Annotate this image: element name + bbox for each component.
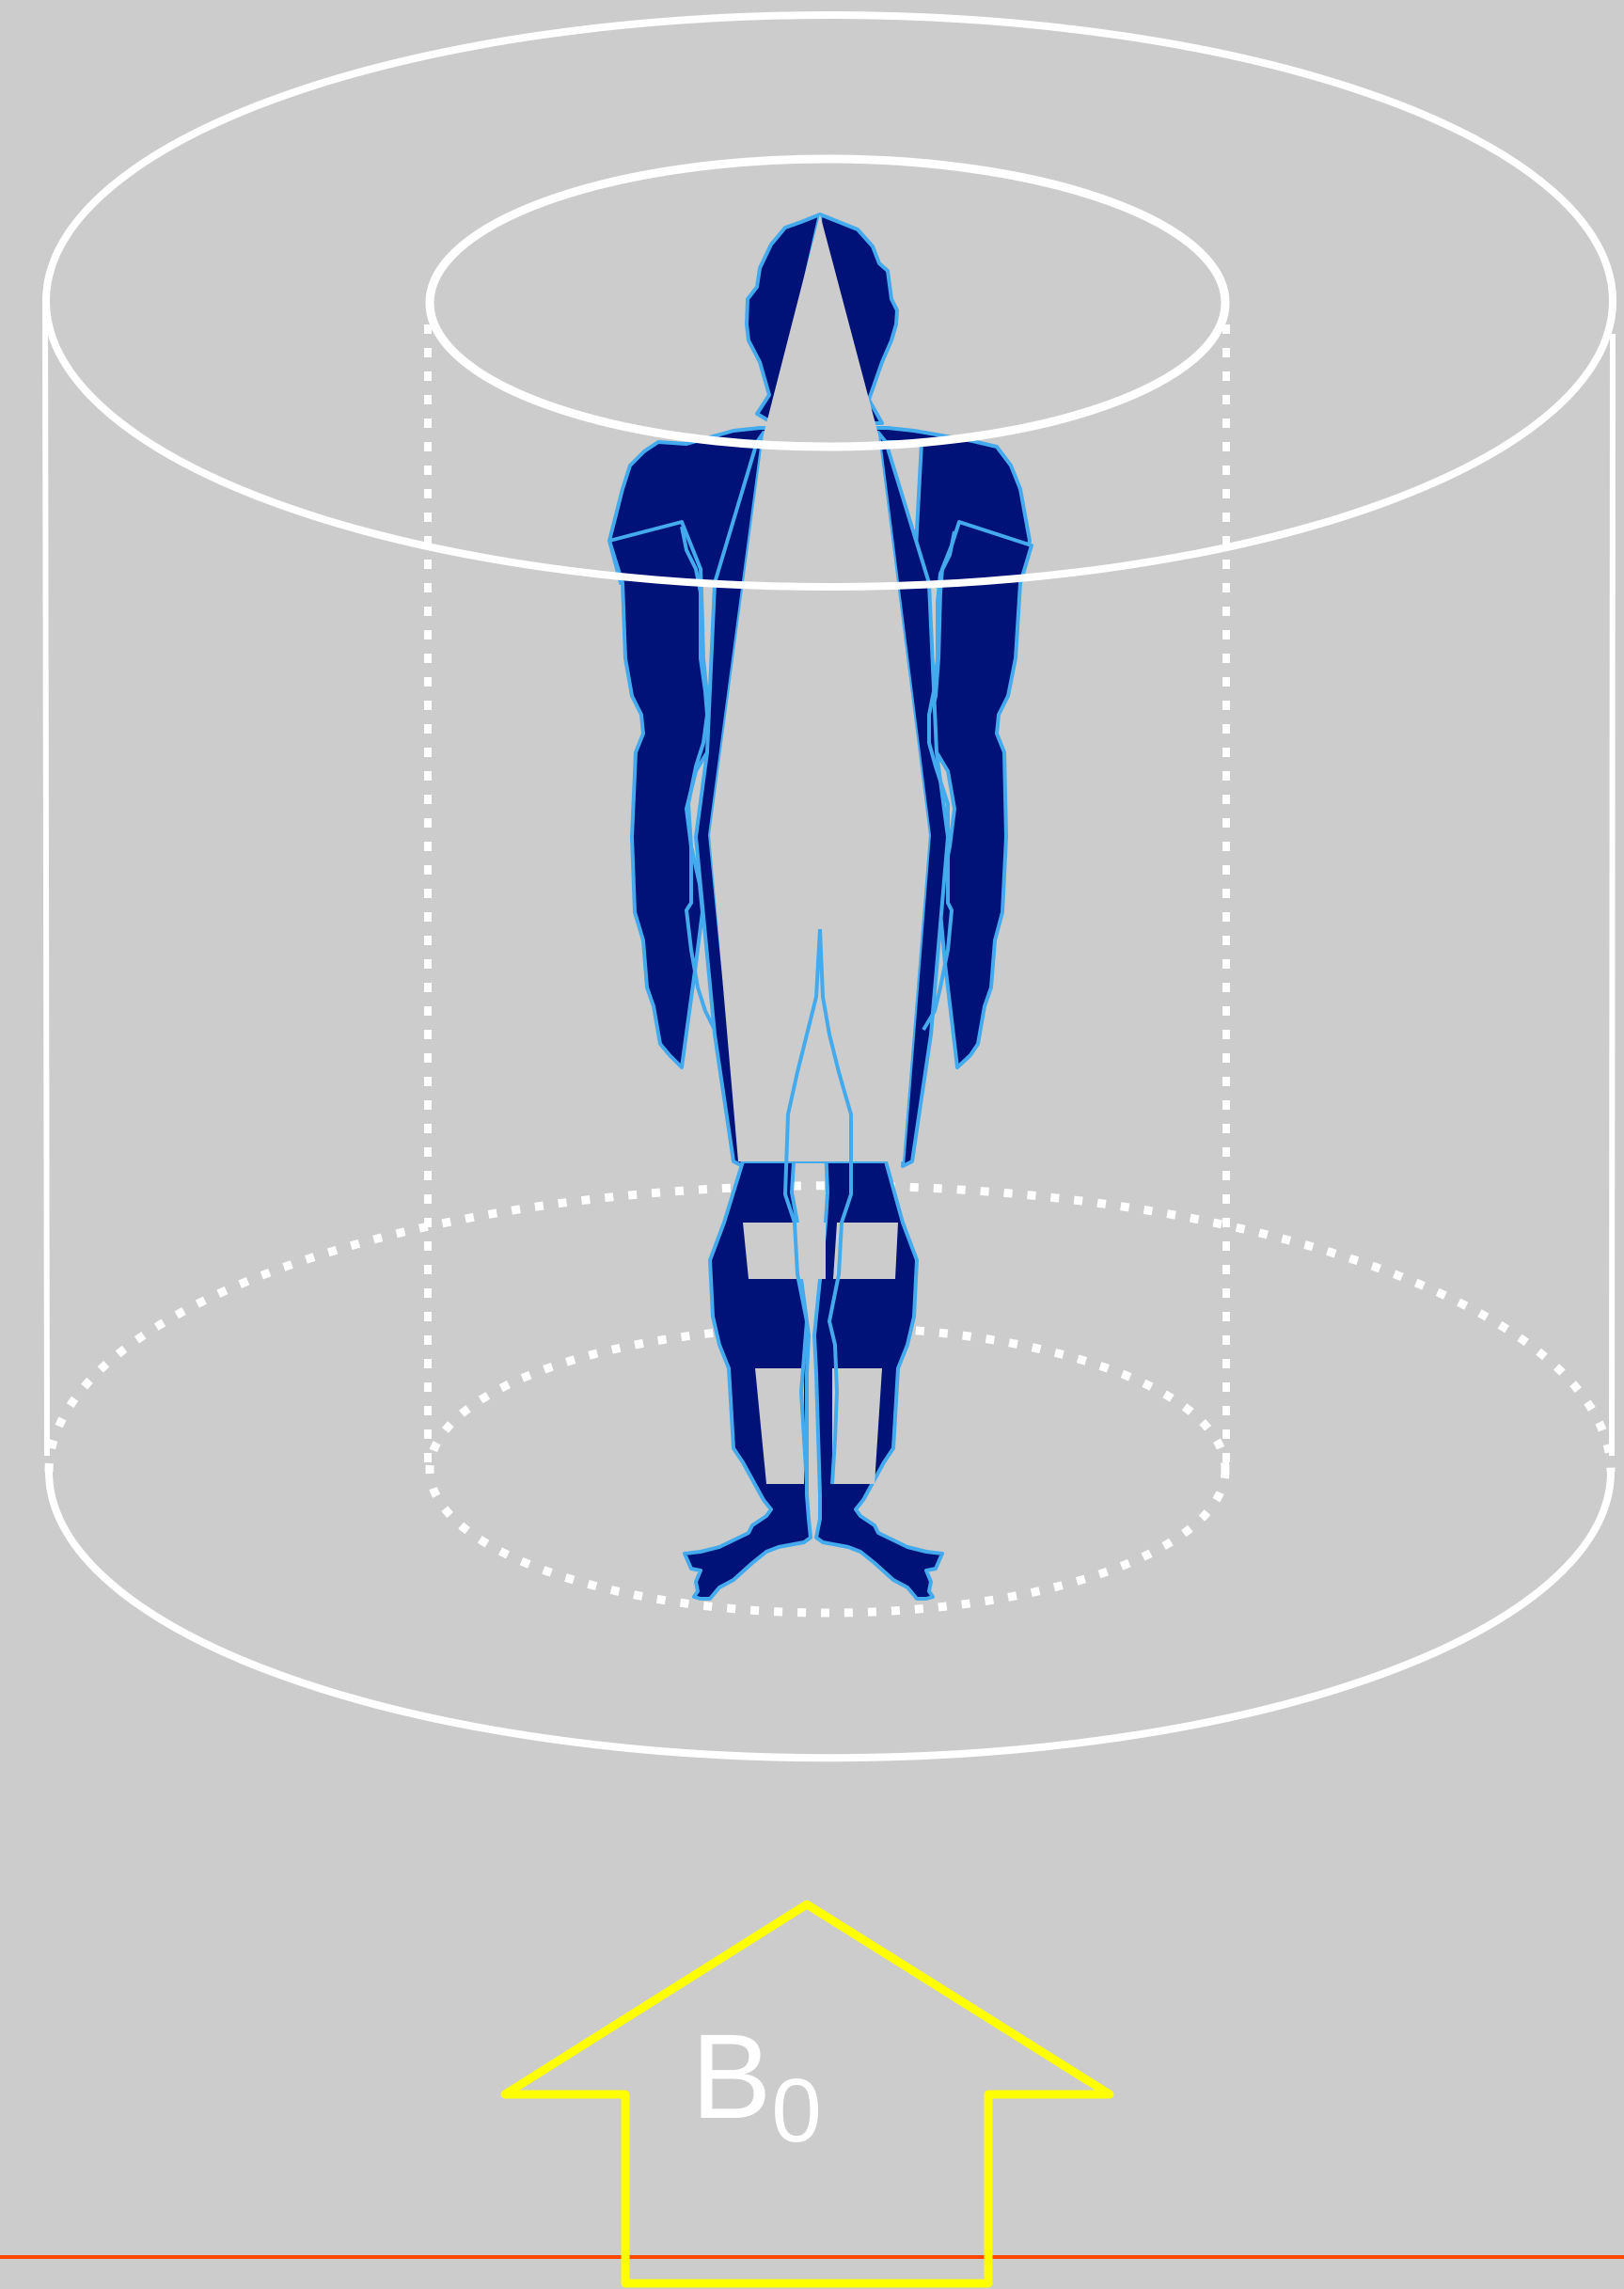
- outer-cylinder-left-wall: [45, 296, 47, 1456]
- field-symbol: B: [691, 2010, 771, 2144]
- outer-cylinder-right-wall: [1612, 334, 1613, 1456]
- calf-gap-right: [832, 1368, 882, 1484]
- center-gap-lower: [811, 1223, 826, 1279]
- field-subscript: 0: [771, 2060, 821, 2161]
